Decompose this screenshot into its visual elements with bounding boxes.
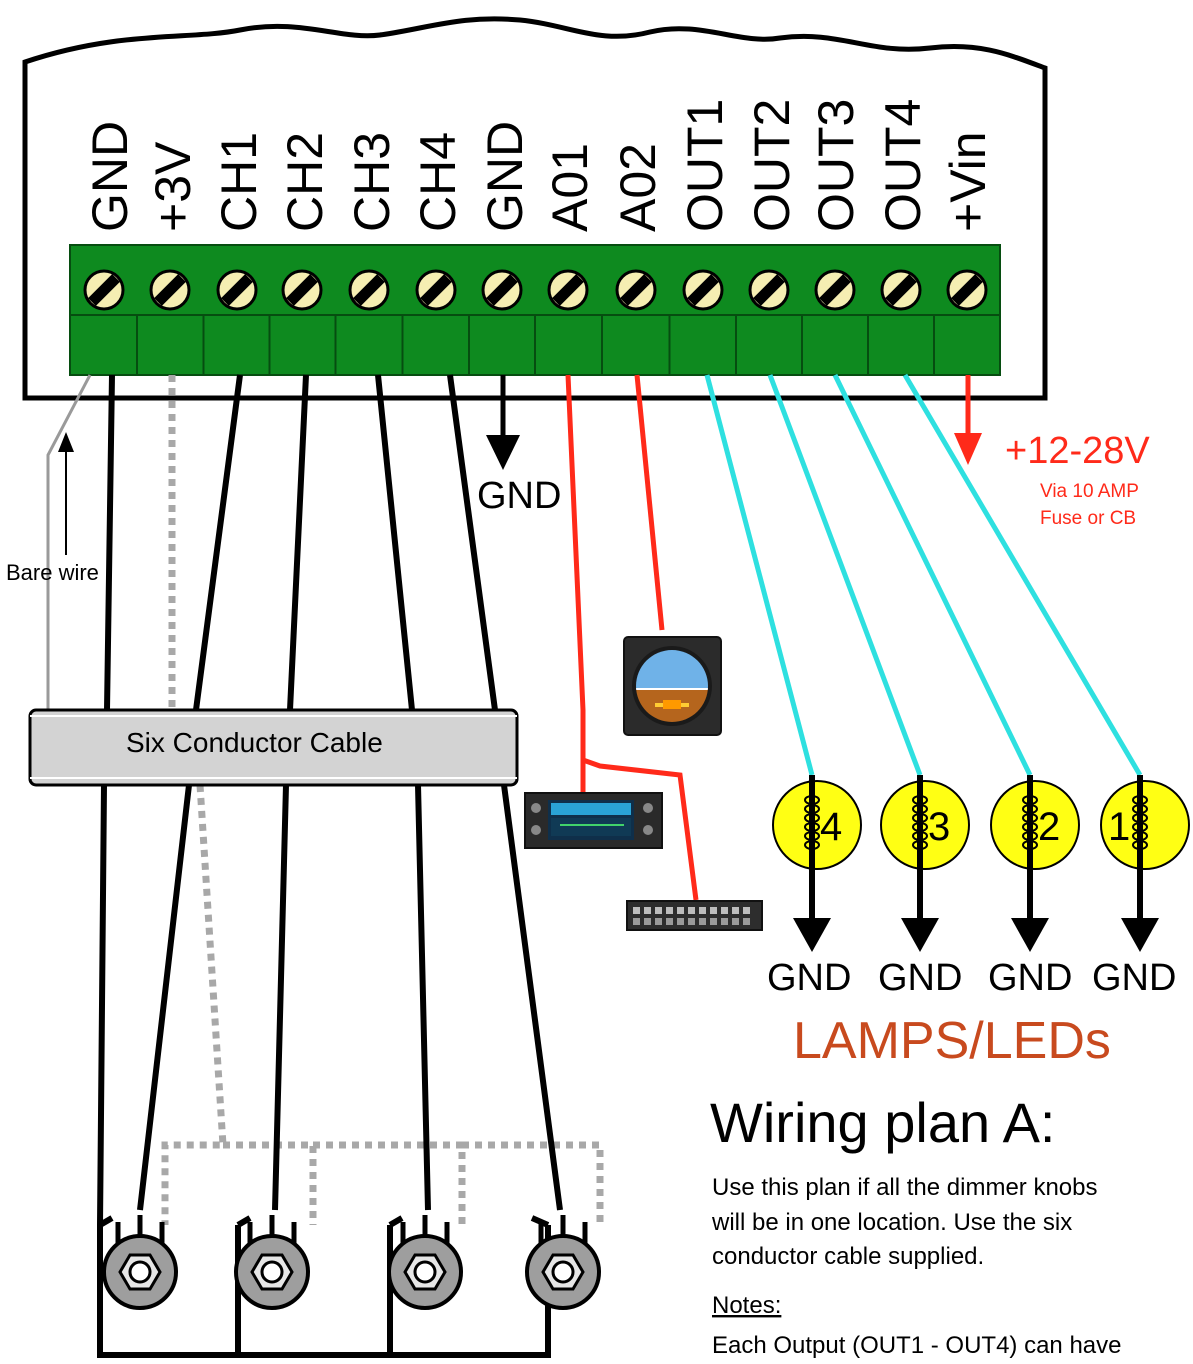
terminal-screw-icon [216, 269, 258, 311]
terminal-screw-icon [415, 269, 457, 311]
audio-panel-icon [626, 900, 763, 931]
dimmer-potentiometers [102, 1215, 601, 1310]
terminal-label-out1: OUT1 [677, 99, 733, 232]
channel-wires [97, 374, 563, 1226]
bare-wire-label: Bare wire [6, 560, 99, 585]
terminal-screw-icon [682, 269, 724, 311]
wiring-plan-title: Wiring plan A: [710, 1091, 1056, 1154]
notes-line: Each Output (OUT1 - OUT4) can have [712, 1332, 1122, 1359]
gnd-label: GND [477, 475, 561, 517]
cyan-output-wires [704, 373, 1143, 777]
lamp-2: 2 [990, 775, 1080, 952]
terminal-screw-icon [348, 269, 390, 311]
bare-wire [46, 374, 92, 710]
potentiometer-icon [234, 1215, 310, 1310]
description-line-1: Use this plan if all the dimmer knobs [712, 1174, 1098, 1201]
terminal-screw-icon [281, 269, 323, 311]
lamp-number: 3 [928, 805, 950, 849]
lamp-gnd-label-1: GND [1092, 957, 1176, 999]
terminal-screw-icon [481, 269, 523, 311]
terminal-label-gnd-1: GND [82, 121, 138, 232]
3v-dotted-wire [161, 375, 604, 1225]
power-arrow [954, 375, 982, 465]
terminal-screw-icon [814, 269, 856, 311]
terminal-label-vin: +Vin [940, 131, 996, 232]
ground-bus [97, 1215, 551, 1358]
terminal-screw-icon [946, 269, 988, 311]
bare-wire-arrow [58, 432, 74, 555]
description-line-2: will be in one location. Use the six [711, 1209, 1072, 1236]
terminal-screw-icon [615, 269, 657, 311]
power-fuse-line1: Via 10 AMP [1040, 481, 1139, 502]
gps-radio-icon [524, 792, 663, 849]
terminal-label-out4: OUT4 [875, 99, 931, 232]
power-fuse-line2: Fuse or CB [1040, 508, 1136, 529]
terminal-label-gnd-2: GND [477, 121, 533, 232]
power-voltage: +12-28V [1005, 430, 1150, 472]
terminal-label-out3: OUT3 [808, 99, 864, 232]
terminal-screw-icon [748, 269, 790, 311]
terminal-screw-icon [880, 269, 922, 311]
cable-label: Six Conductor Cable [126, 727, 383, 758]
lamp-gnd-label-3: GND [878, 957, 962, 999]
terminal-label-out2: OUT2 [744, 99, 800, 232]
description-line-3: conductor cable supplied. [712, 1243, 984, 1270]
terminal-block [69, 244, 1001, 376]
lamp-number: 2 [1038, 805, 1060, 849]
terminal-screw-icon [149, 269, 191, 311]
lamp-gnd-label-4: GND [767, 957, 851, 999]
lamp-gnd-label-2: GND [988, 957, 1072, 999]
lamp-1: 1 [1100, 775, 1190, 952]
potentiometer-icon [387, 1215, 463, 1310]
lamp-3: 3 [880, 775, 970, 952]
potentiometer-icon [525, 1215, 601, 1310]
lamp-4: 4 [772, 775, 862, 952]
six-conductor-cable: Six Conductor Cable [28, 708, 519, 787]
gnd-arrow [486, 375, 520, 470]
terminal-label-ch1: CH1 [211, 132, 267, 232]
terminal-screw-icon [547, 269, 589, 311]
attitude-indicator-icon [623, 636, 722, 736]
terminal-label-3v: +3V [145, 141, 201, 232]
terminal-label-ch3: CH3 [344, 132, 400, 232]
terminal-label-ch2: CH2 [277, 132, 333, 232]
lamps-leds-label: LAMPS/LEDs [793, 1012, 1111, 1070]
potentiometer-icon [102, 1215, 178, 1310]
lamp-number: 4 [820, 805, 842, 849]
notes-label: Notes: [712, 1292, 781, 1319]
terminal-label-a02: A02 [610, 143, 666, 232]
terminal-label-ch4: CH4 [410, 132, 466, 232]
lamp-number: 1 [1108, 805, 1130, 849]
terminal-screw-icon [83, 269, 125, 311]
terminal-labels: GND +3V CH1 CH2 CH3 CH4 GND A01 A02 OUT1… [82, 99, 996, 232]
terminal-label-a01: A01 [542, 143, 598, 232]
red-wires [565, 374, 699, 901]
